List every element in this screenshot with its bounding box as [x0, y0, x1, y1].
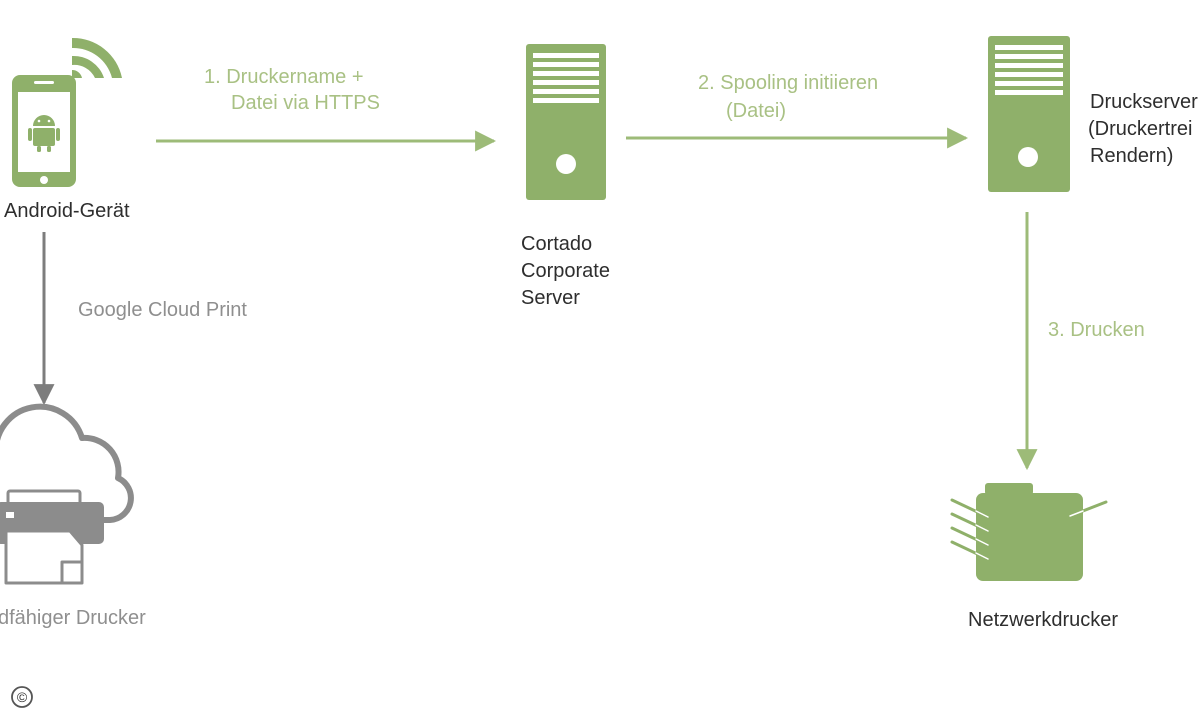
android-robot-icon — [28, 115, 60, 152]
google-cloud-print-label: Google Cloud Print — [78, 299, 247, 321]
cortado-label-line2: Corporate — [521, 260, 610, 282]
cortado-server-icon — [526, 44, 606, 200]
android-device-label: Android-Gerät — [4, 200, 130, 222]
cortado-label-line1: Cortado — [521, 233, 593, 255]
step2-label-line1: 2. Spooling initiieren — [698, 72, 879, 94]
step2-label-line2: (Datei) — [726, 100, 787, 122]
copyright-icon — [11, 686, 33, 708]
network-printer-label: Netzwerkdrucker — [968, 609, 1119, 631]
printer-icon — [0, 489, 104, 585]
cloud-icon — [0, 403, 134, 523]
step3-label: 3. Drucken — [1048, 319, 1145, 341]
cloud-printer-label: dfähiger Drucker — [0, 607, 146, 629]
network-printer-icon — [950, 483, 1108, 581]
druckserver-label-line2: (Druckertrei — [1088, 118, 1193, 140]
step1-label-line2: Datei via HTTPS — [231, 92, 380, 114]
cortado-label-line3: Server — [521, 287, 580, 309]
step1-label-line1: 1. Druckername + — [204, 66, 364, 88]
copyright-symbol: © — [16, 689, 28, 705]
wifi-signal-icon — [72, 37, 122, 78]
druckserver-icon — [988, 36, 1070, 192]
druckserver-label-line1: Druckserver — [1090, 91, 1198, 113]
druckserver-label-line3: Rendern) — [1090, 145, 1174, 167]
